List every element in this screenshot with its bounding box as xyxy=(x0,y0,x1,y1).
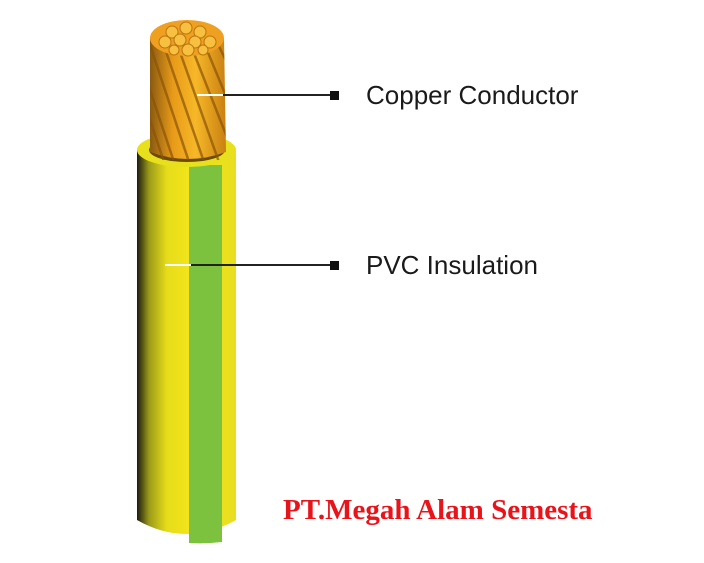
company-name: PT.Megah Alam Semesta xyxy=(283,494,593,526)
conductor-label: Copper Conductor xyxy=(366,80,579,110)
copper-conductor xyxy=(150,20,226,160)
pvc-insulation xyxy=(137,133,236,544)
insulation-leader-line xyxy=(165,261,339,270)
conductor-leader-line xyxy=(197,91,339,100)
insulation-label: PVC Insulation xyxy=(366,250,538,280)
